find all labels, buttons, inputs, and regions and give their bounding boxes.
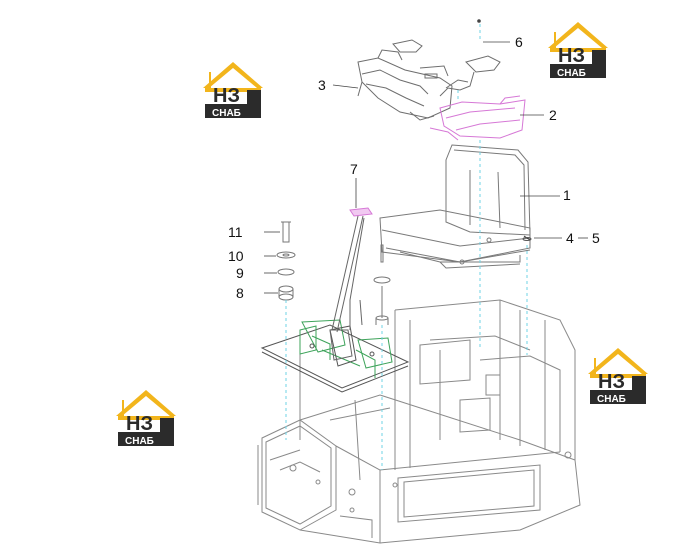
bushing-8 (278, 285, 294, 301)
logo-text: СНАБ (212, 108, 241, 119)
callout-6: 6 (515, 34, 523, 50)
alignment-lines (285, 24, 528, 470)
logo-mark: НЗ (598, 371, 625, 393)
logo-text: СНАБ (597, 394, 626, 405)
screw-6 (477, 19, 481, 23)
fastener-4 (522, 237, 532, 241)
callout-numbers: 1 2 3 4 5 6 7 8 9 10 11 (228, 34, 600, 301)
logo-mark: НЗ (126, 413, 153, 435)
logo-text: СНАБ (125, 436, 154, 447)
cab-frame (257, 299, 581, 544)
washer-9 (277, 268, 295, 276)
logo-mark: НЗ (558, 45, 585, 67)
watermark-logo-top-right: НЗ СНАБ (548, 22, 608, 79)
armrest-bracket (429, 95, 526, 141)
callout-10: 10 (228, 248, 244, 264)
fastener-stack (373, 244, 391, 325)
watermark-logo-bottom-right: НЗ СНАБ (588, 348, 648, 405)
logo-text: СНАБ (557, 68, 586, 79)
callout-1: 1 (563, 187, 571, 203)
washer-10 (276, 251, 296, 259)
callout-3: 3 (318, 77, 326, 93)
logo-mark: НЗ (213, 85, 240, 107)
callout-4: 4 (566, 230, 574, 246)
bolt-11 (281, 221, 291, 243)
watermark-logo-top-left: НЗ СНАБ (203, 62, 263, 119)
control-lever (329, 207, 373, 361)
callout-leaders (264, 41, 588, 294)
watermark-logo-bottom-left: НЗ СНАБ (116, 390, 176, 447)
right-joystick (439, 55, 501, 97)
seat-mount-plate (260, 319, 410, 393)
armrest-unit (357, 39, 453, 121)
callout-2: 2 (549, 107, 557, 123)
callout-5: 5 (592, 230, 600, 246)
callout-11: 11 (228, 224, 243, 240)
seat (379, 144, 531, 269)
callout-8: 8 (236, 285, 244, 301)
callout-9: 9 (236, 265, 244, 281)
callout-7: 7 (350, 161, 358, 177)
